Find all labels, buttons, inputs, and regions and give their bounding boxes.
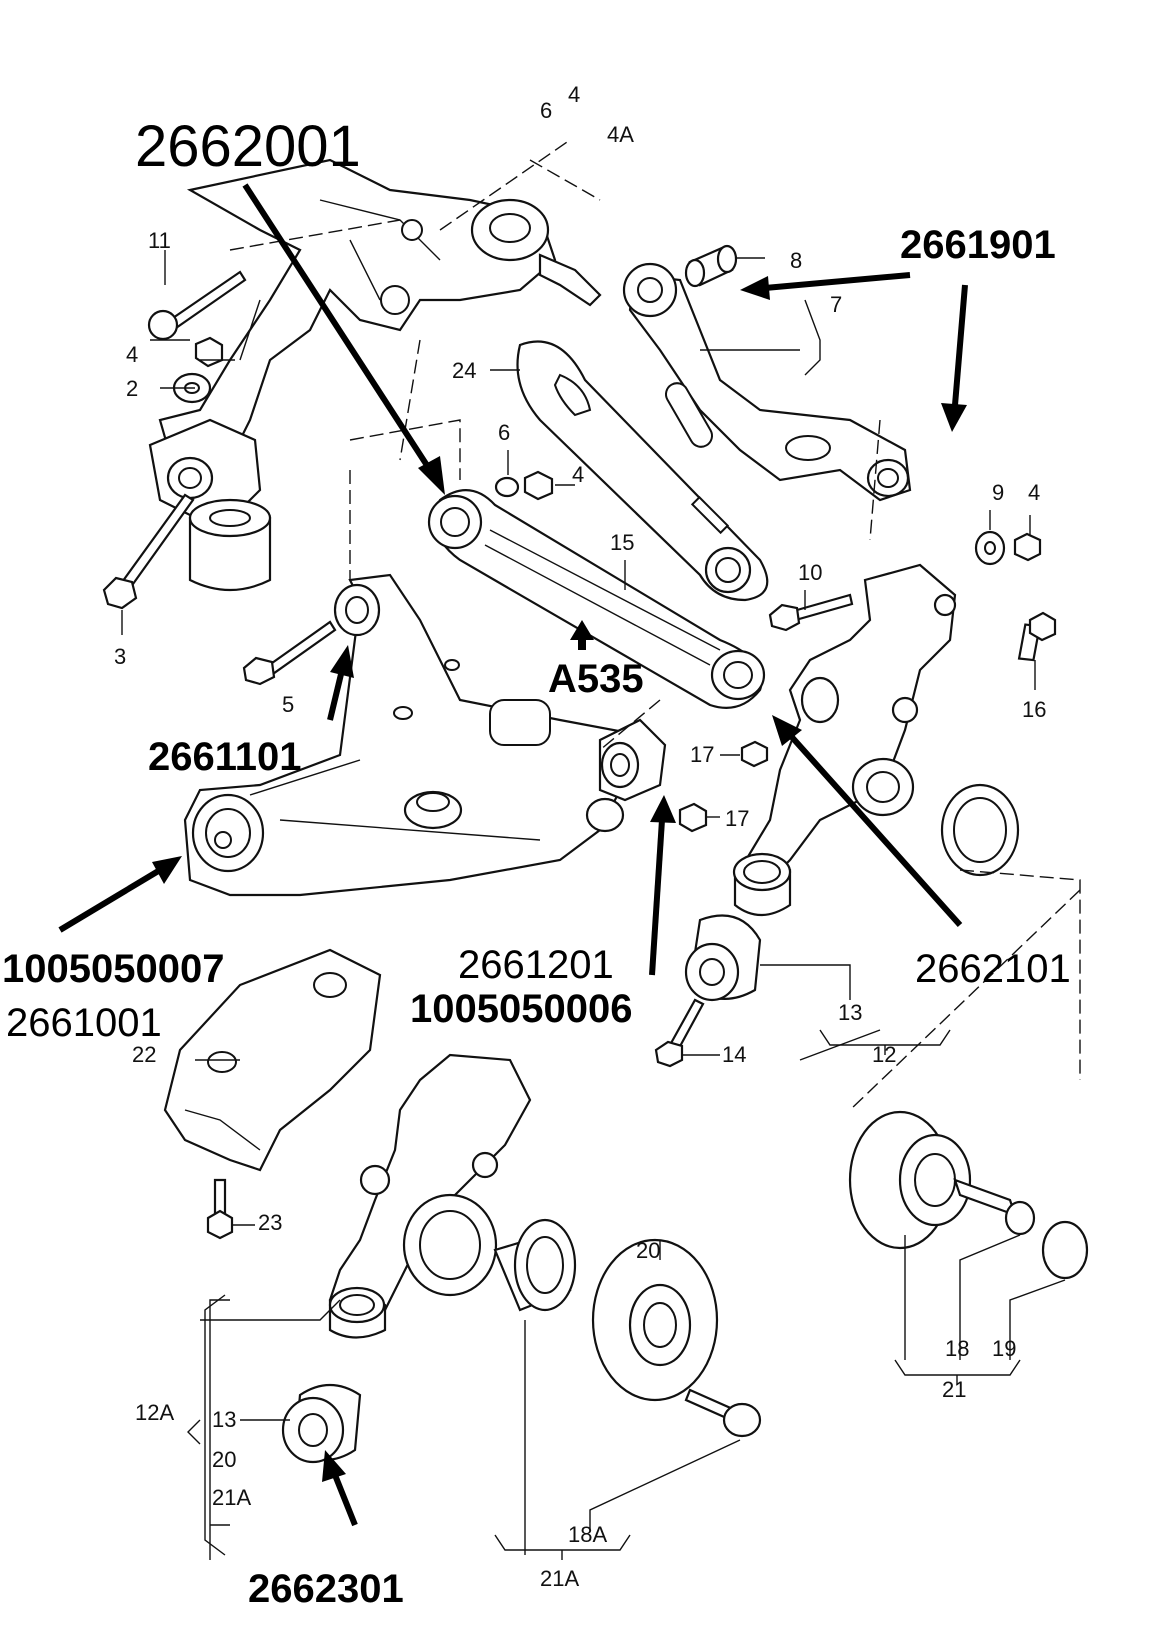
callout-4: 4 (572, 462, 584, 487)
callout-23: 23 (258, 1210, 282, 1235)
arrows (58, 183, 968, 1527)
callout-13: 13 (212, 1407, 236, 1432)
callout-24: 24 (452, 358, 476, 383)
bushing-13-upper (684, 914, 762, 1002)
callout-6: 6 (540, 98, 552, 123)
part-number-2662001: 2662001 (135, 114, 361, 179)
leader-lines (121, 139, 1081, 1560)
callout-20: 20 (212, 1447, 236, 1472)
callout-13: 13 (838, 1000, 862, 1025)
callout-8: 8 (790, 248, 802, 273)
wheel-carrier-lower (328, 1053, 532, 1339)
callout-4: 4 (568, 82, 580, 107)
hub-assembly-21 (848, 1110, 1089, 1280)
callout-21A: 21A (540, 1566, 579, 1591)
wheel-bearing (493, 1218, 577, 1312)
callout-6: 6 (498, 420, 510, 445)
callout-22: 22 (132, 1042, 156, 1067)
wheel-carrier-upper (732, 563, 957, 917)
part-number-2661901: 2661901 (900, 223, 1056, 267)
A535-arrow (570, 620, 594, 650)
callout-7: 7 (830, 292, 842, 317)
transverse-link-15 (427, 489, 766, 709)
callout-4A: 4A (607, 122, 634, 147)
callout-12A: 12A (135, 1400, 174, 1425)
callout-20: 20 (636, 1238, 660, 1263)
callout-19: 19 (992, 1336, 1016, 1361)
callout-18A: 18A (568, 1522, 607, 1547)
callout-4: 4 (126, 342, 138, 367)
callout-3: 3 (114, 644, 126, 669)
callout-4: 4 (1028, 480, 1040, 505)
bolt-18A (684, 1388, 762, 1438)
callout-11: 11 (148, 228, 171, 253)
bolt-14 (654, 998, 705, 1068)
callout-15: 15 (610, 530, 634, 555)
part-number-1005050007: 1005050007 (2, 947, 224, 991)
screw-23 (206, 1178, 234, 1240)
callout-21A: 21A (212, 1485, 251, 1510)
part-number-1005050006: 1005050006 (410, 987, 632, 1031)
part-number-2662101: 2662101 (915, 947, 1071, 991)
callout-2: 2 (126, 376, 138, 401)
bolt-5 (242, 620, 337, 686)
upper-arm-7 (622, 262, 912, 502)
nut-4-left (194, 336, 224, 368)
callout-numbers: 6 4 4A 11 8 7 4 24 2 6 4 9 4 15 10 3 5 1… (114, 82, 1046, 1591)
callout-21: 21 (942, 1377, 966, 1402)
callout-16: 16 (1022, 697, 1046, 722)
subframe (148, 158, 602, 592)
link-24 (516, 340, 769, 602)
bolt-3 (102, 493, 195, 610)
callout-12: 12 (872, 1042, 896, 1067)
part-number-2661201: 2661201 (458, 943, 614, 987)
bolt-11 (147, 270, 247, 341)
callout-18: 18 (945, 1336, 969, 1361)
bolt-10 (768, 593, 854, 632)
callout-17: 17 (725, 806, 749, 831)
bushing-8 (684, 244, 738, 288)
callout-5: 5 (282, 692, 294, 717)
heat-shield-22 (163, 948, 382, 1172)
bushing-13-lower (281, 1384, 362, 1464)
part-number-A535: A535 (548, 657, 644, 701)
part-number-2662301: 2662301 (248, 1567, 404, 1611)
callout-9: 9 (992, 480, 1004, 505)
part-number-2661101: 2661101 (148, 735, 302, 779)
callout-17: 17 (690, 742, 714, 767)
lower-arm-rear-bushing (585, 718, 667, 833)
part-number-labels: 2662001 2661901 A535 2661101 1005050007 … (2, 114, 1071, 1611)
bolt-16 (1017, 611, 1057, 662)
wheel-hub-20 (591, 1238, 719, 1402)
part-number-2661001: 2661001 (6, 1001, 162, 1045)
lower-arm (183, 573, 652, 897)
callout-10: 10 (798, 560, 822, 585)
callout-14: 14 (722, 1042, 746, 1067)
